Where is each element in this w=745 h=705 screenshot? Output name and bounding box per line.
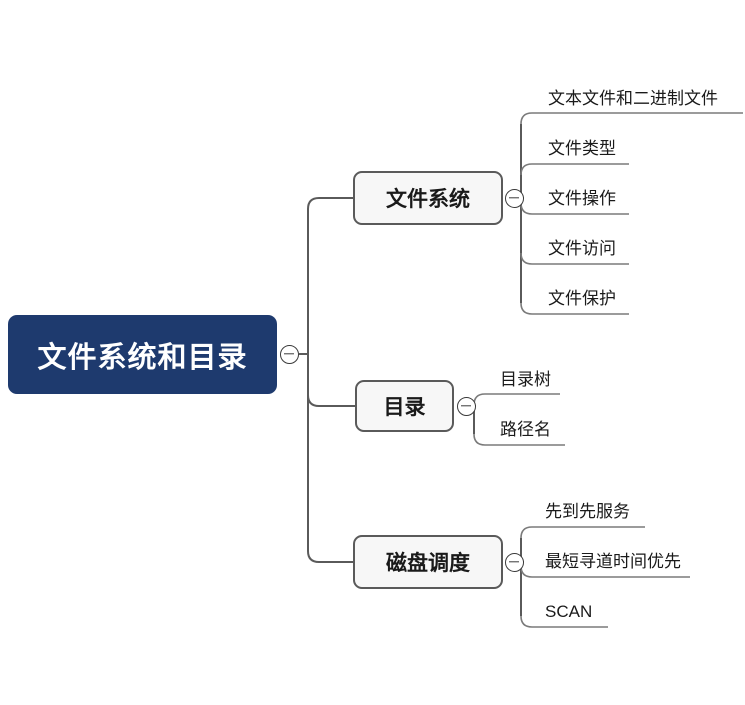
leaf-underline-connector xyxy=(520,526,645,539)
leaf-node[interactable]: SCAN xyxy=(545,601,593,621)
leaf-node[interactable]: 目录树 xyxy=(500,369,551,389)
leaf-underline-connector xyxy=(473,393,560,406)
leaf-node[interactable]: 最短寻道时间优先 xyxy=(545,551,681,571)
file-system-collapse-toggle[interactable] xyxy=(504,188,524,208)
branch-node-label: 文件系统 xyxy=(386,188,470,211)
leaf-node[interactable]: 文件操作 xyxy=(548,188,616,208)
leaf-underlines xyxy=(473,112,743,628)
trunk-branch-connector-file-system xyxy=(307,197,353,210)
disk-scheduling-collapse-toggle[interactable] xyxy=(504,552,524,572)
leaf-underline-connector xyxy=(473,433,565,446)
leaf-underline-connector xyxy=(520,252,629,265)
trunk-branch-connector-disk-scheduling xyxy=(307,550,353,563)
leaf-node[interactable]: 文件类型 xyxy=(548,138,616,158)
branch-node-label: 磁盘调度 xyxy=(386,552,470,575)
branch-node-disk-scheduling[interactable]: 磁盘调度 xyxy=(353,535,503,589)
branch-node-directory[interactable]: 目录 xyxy=(355,380,454,432)
trunk-branch-connector-directory xyxy=(307,394,355,407)
leaf-underline-connector xyxy=(520,163,629,176)
branch-node-file-system[interactable]: 文件系统 xyxy=(353,171,503,225)
leaf-underline-connector xyxy=(520,615,608,628)
leaf-node[interactable]: 文件访问 xyxy=(548,238,616,258)
connector-paths xyxy=(299,124,524,616)
branch-node-label: 目录 xyxy=(383,396,426,419)
root-node-label: 文件系统和目录 xyxy=(37,341,248,374)
leaf-node[interactable]: 文本文件和二进制文件 xyxy=(548,88,718,108)
leaf-underline-connector xyxy=(520,302,629,315)
leaf-underline-connector xyxy=(520,112,743,125)
directory-collapse-toggle[interactable] xyxy=(456,396,476,416)
leaf-node[interactable]: 路径名 xyxy=(500,419,551,439)
leaf-node[interactable]: 文件保护 xyxy=(548,288,616,308)
leaf-node[interactable]: 先到先服务 xyxy=(545,501,630,521)
root-collapse-toggle[interactable] xyxy=(279,344,299,364)
root-node[interactable]: 文件系统和目录 xyxy=(8,315,277,394)
